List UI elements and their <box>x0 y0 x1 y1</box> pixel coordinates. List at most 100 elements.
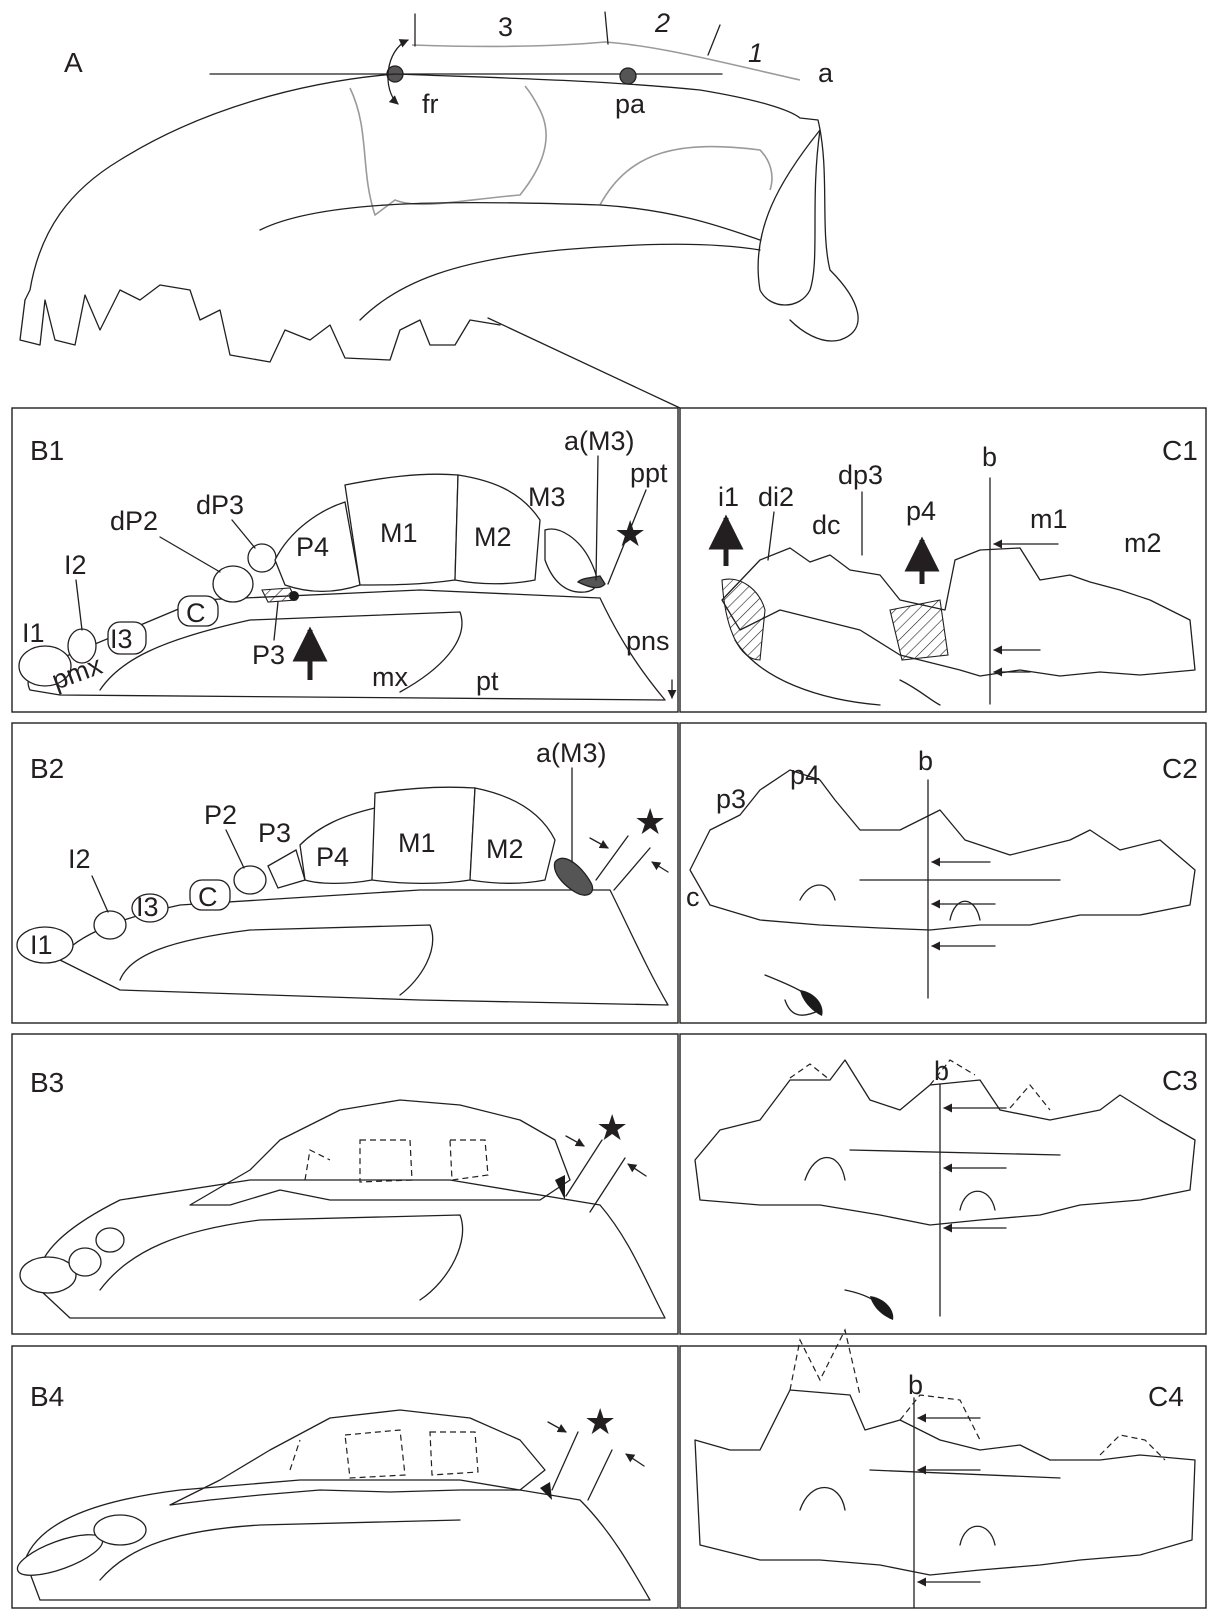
panel-c1-label: C1 <box>1162 435 1198 466</box>
skull-zygomatic-arch <box>260 203 760 320</box>
label-I2: I2 <box>64 550 87 580</box>
alveolus-black <box>555 1175 565 1200</box>
star-symbol: ★ <box>614 513 646 554</box>
skull-sutures <box>350 86 772 215</box>
label-di2: di2 <box>758 482 794 512</box>
label-P2: P2 <box>204 800 237 830</box>
label-p4: p4 <box>906 496 936 526</box>
tooth-P3-root <box>289 591 299 601</box>
panel-b3-frame <box>12 1034 678 1334</box>
star-symbol: ★ <box>634 801 666 842</box>
segment-1-label: 1 <box>748 38 763 68</box>
panel-a-label: A <box>64 47 83 78</box>
leader-P2 <box>226 830 244 868</box>
label-M3: M3 <box>528 482 566 512</box>
panel-c2-frame <box>680 723 1206 1023</box>
arrow-icon <box>548 1422 566 1432</box>
label-M1: M1 <box>398 828 436 858</box>
tooth-p4-hatched <box>890 600 948 660</box>
label-dp3: dp3 <box>838 460 883 490</box>
label-P3: P3 <box>258 818 291 848</box>
parietal-landmark-point <box>620 68 636 84</box>
tooth-P2 <box>234 866 266 894</box>
label-C: C <box>186 598 206 628</box>
zoom-connector-line <box>488 318 680 408</box>
panel-a-skull: A 3 2 1 a fr pa <box>20 8 858 408</box>
leader-dP2 <box>160 537 220 572</box>
label-I3: I3 <box>110 624 133 654</box>
panel-b4: B4 ★ <box>13 1381 650 1600</box>
label-P3: P3 <box>252 640 285 670</box>
label-pt: pt <box>476 666 499 696</box>
panel-c3: C3 b <box>695 1056 1198 1320</box>
panel-b2: B2 I1 I2 I3 C P2 P3 P4 M1 M2 a(M3) ★ <box>17 738 668 1005</box>
arrow-icon <box>628 1164 646 1176</box>
skull-outline <box>25 74 858 341</box>
label-P4: P4 <box>296 532 329 562</box>
panel-b1-label: B1 <box>30 435 64 466</box>
segment-2-label: 2 <box>654 8 670 38</box>
panel-c4: C4 b <box>695 1330 1195 1608</box>
tooth-roots <box>805 1150 1060 1210</box>
label-M2: M2 <box>486 834 524 864</box>
incisor <box>94 1515 146 1545</box>
label-c: c <box>686 882 700 912</box>
label-M1: M1 <box>380 518 418 548</box>
tooth-roots <box>800 880 1060 920</box>
label-aM3: a(M3) <box>564 426 635 456</box>
segment-tick <box>708 25 720 55</box>
star-symbol: ★ <box>584 1401 616 1442</box>
pa-landmark-label: pa <box>615 89 646 119</box>
label-m1: m1 <box>1030 504 1068 534</box>
label-m2: m2 <box>1124 528 1162 558</box>
lower-tooth-row <box>690 770 1195 930</box>
panel-b4-label: B4 <box>30 1381 64 1412</box>
label-dc: dc <box>812 510 841 540</box>
panel-c3-label: C3 <box>1162 1065 1198 1096</box>
panel-c4-frame <box>680 1346 1206 1608</box>
panel-b1: B1 I1 I2 I3 C dP2 dP3 P3 P4 M1 M2 M3 a(M… <box>19 426 672 700</box>
panel-b3-label: B3 <box>30 1067 64 1098</box>
tooth-P3 <box>268 850 305 888</box>
label-p4: p4 <box>790 760 820 790</box>
lower-tooth-row <box>722 548 1195 676</box>
incisor <box>96 1228 124 1252</box>
segment-3-label: 3 <box>498 12 513 42</box>
skull-upper-teeth <box>20 285 500 362</box>
label-M2: M2 <box>474 522 512 552</box>
arrow-icon <box>590 838 608 848</box>
tooth-I2 <box>94 911 126 939</box>
palate-outline <box>38 1180 665 1318</box>
panel-c2-label: C2 <box>1162 753 1198 784</box>
incisor <box>69 1248 101 1276</box>
label-dP2: dP2 <box>110 506 158 536</box>
label-I1: I1 <box>30 930 53 960</box>
canine-root-tip <box>800 990 823 1016</box>
leader-dP3 <box>232 520 255 548</box>
tooth-roots <box>800 1470 1060 1545</box>
tooth-i1-hatched <box>722 579 765 660</box>
label-ppt: ppt <box>630 458 668 488</box>
line-b-label: b <box>908 1370 923 1400</box>
label-aM3: a(M3) <box>536 738 607 768</box>
label-I3: I3 <box>136 892 159 922</box>
label-pns: pns <box>626 626 670 656</box>
label-i1: i1 <box>718 482 739 512</box>
suture-band <box>552 1432 612 1500</box>
molar-crests <box>290 1430 478 1478</box>
line-b-label: b <box>934 1056 949 1086</box>
line-a-label: a <box>818 58 834 88</box>
fr-landmark-label: fr <box>422 89 439 119</box>
panel-c4-label: C4 <box>1148 1381 1184 1412</box>
line-b-label: b <box>982 442 997 472</box>
incisor <box>20 1257 76 1293</box>
arrow-icon <box>652 862 668 872</box>
leader-I2 <box>76 580 82 630</box>
leader-P3 <box>274 602 278 640</box>
label-P4: P4 <box>316 842 349 872</box>
line-b-label: b <box>918 746 933 776</box>
panel-b3: B3 ★ <box>20 1067 665 1318</box>
leader-I2 <box>92 876 108 912</box>
label-p3: p3 <box>716 784 746 814</box>
